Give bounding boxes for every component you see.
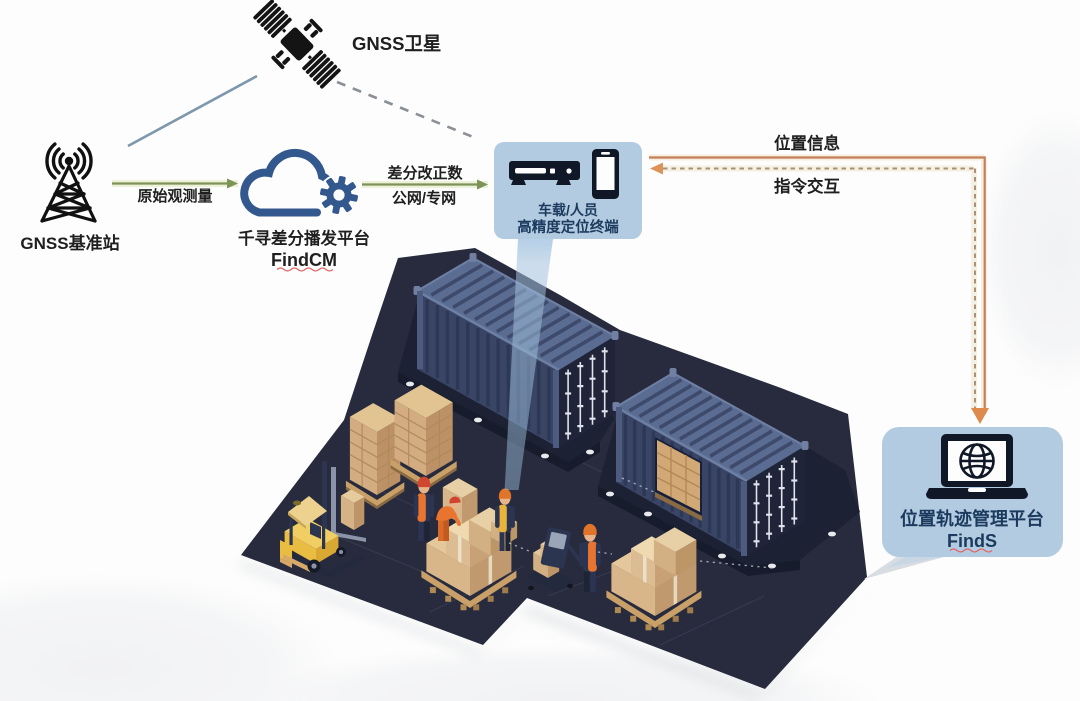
svg-text:FindCM: FindCM [271, 250, 337, 270]
svg-text:千寻差分播发平台: 千寻差分播发平台 [238, 228, 370, 248]
svg-text:原始观测量: 原始观测量 [137, 187, 212, 205]
svg-text:差分改正数: 差分改正数 [387, 164, 463, 182]
svg-text:GNSS卫星: GNSS卫星 [352, 33, 441, 54]
svg-text:指令交互: 指令交互 [774, 176, 840, 196]
svg-text:GNSS基准站: GNSS基准站 [20, 233, 119, 253]
svg-text:位置轨迹管理平台: 位置轨迹管理平台 [900, 508, 1044, 529]
svg-text:车载/人员: 车载/人员 [538, 202, 598, 218]
svg-text:位置信息: 位置信息 [774, 133, 840, 153]
svg-text:FindS: FindS [947, 531, 997, 551]
svg-text:高精度定位终端: 高精度定位终端 [517, 218, 619, 236]
svg-text:公网/专网: 公网/专网 [392, 189, 456, 207]
